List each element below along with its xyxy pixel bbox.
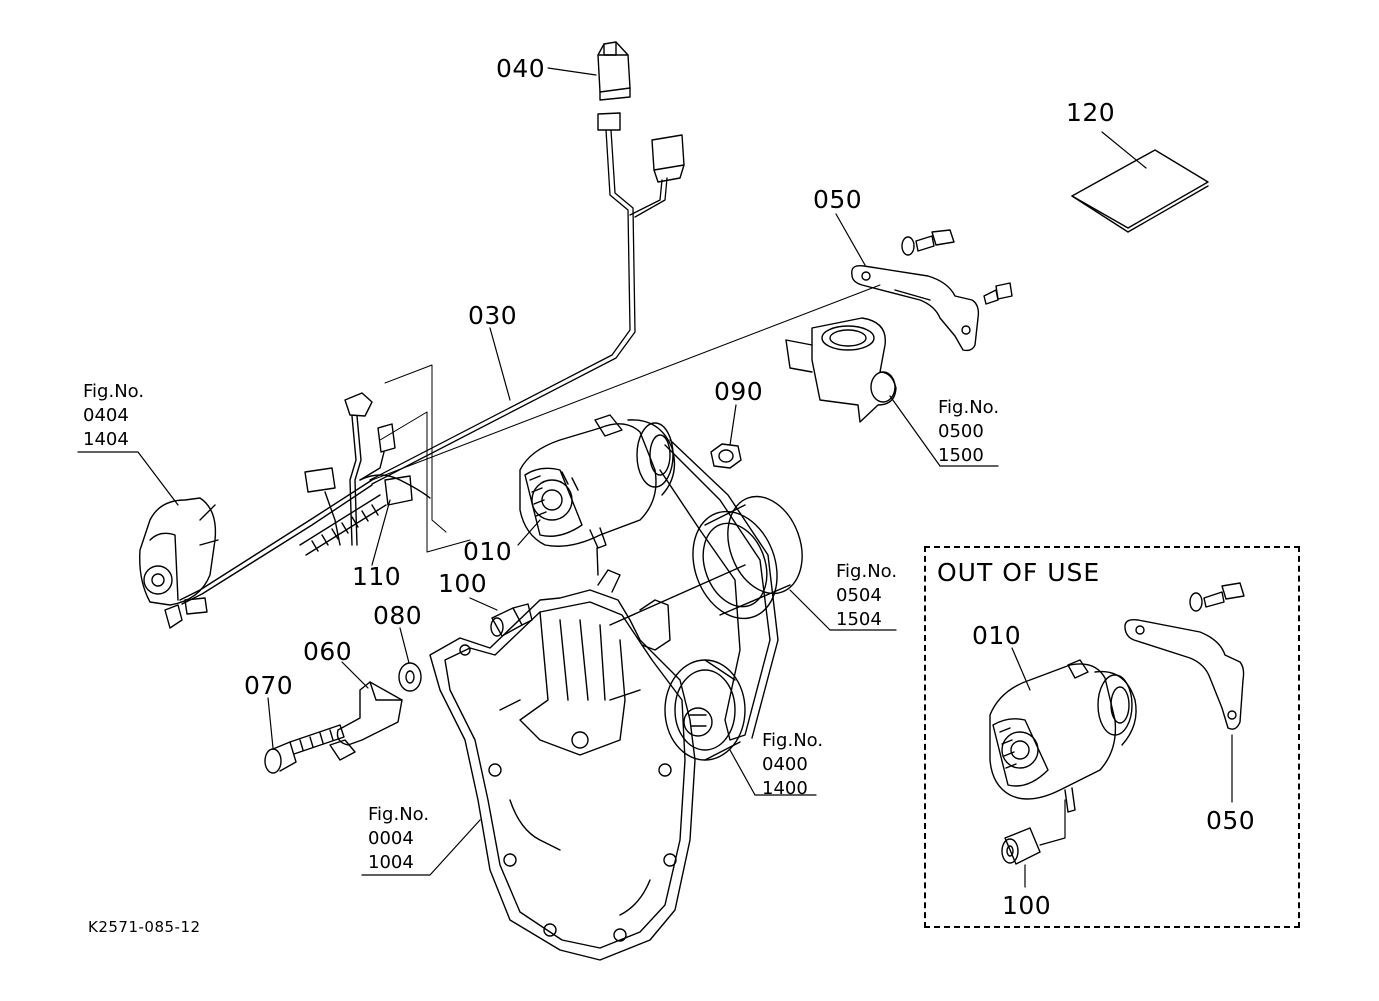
wire-harness-connectors xyxy=(180,393,430,604)
fig-ref-0504: Fig.No. 0504 1504 xyxy=(836,560,897,632)
part-label-060: 060 xyxy=(303,637,353,666)
fig-ref-number: 0404 xyxy=(83,405,129,426)
fan-pulley xyxy=(679,486,815,630)
part-label-120: 120 xyxy=(1066,98,1116,127)
fig-ref-label: Fig.No. xyxy=(762,730,824,751)
fig-ref-number: 0504 xyxy=(836,585,882,606)
bracket-out-of-use xyxy=(1125,620,1244,729)
part-label-030: 030 xyxy=(468,301,518,330)
instruction-sheet-part-120 xyxy=(1072,150,1208,232)
drawing-code: K2571-085-12 xyxy=(88,918,201,936)
fig-ref-number: 0400 xyxy=(762,754,808,775)
fig-ref-0004: Fig.No. 0004 1004 xyxy=(368,803,429,875)
leader-lines xyxy=(78,68,1146,875)
fig-ref-label: Fig.No. xyxy=(83,381,145,402)
bracket-part-060 xyxy=(330,682,402,760)
starter-motor xyxy=(140,498,218,628)
fan-shaft-line xyxy=(610,565,745,650)
part-label-100: 100 xyxy=(438,569,488,598)
fig-ref-number: 1400 xyxy=(762,778,808,799)
fig-ref-0500: Fig.No. 0500 1500 xyxy=(938,396,999,468)
part-label-050: 050 xyxy=(813,185,863,214)
nut-part-090 xyxy=(711,444,741,468)
fig-ref-label: Fig.No. xyxy=(836,561,898,582)
relay-part-040 xyxy=(598,42,684,182)
fan-belt xyxy=(660,440,778,740)
spacer-part-100 xyxy=(491,604,532,636)
wire-harness-030 xyxy=(370,130,667,484)
fig-ref-0400: Fig.No. 0400 1400 xyxy=(762,729,823,801)
fig-ref-number: 1404 xyxy=(83,429,129,450)
fig-ref-0404: Fig.No. 0404 1404 xyxy=(83,380,144,452)
water-pipe-part xyxy=(786,318,896,422)
part-label-110: 110 xyxy=(352,562,402,591)
fig-ref-number: 0004 xyxy=(368,828,414,849)
alternator-out-of-use xyxy=(990,660,1136,812)
part-label-010: 010 xyxy=(463,537,513,566)
part-label-100-out-of-use: 100 xyxy=(1002,891,1052,920)
bolt-part-070 xyxy=(265,725,344,773)
harness-outline-lines xyxy=(372,285,880,552)
part-label-010-out-of-use: 010 xyxy=(972,621,1022,650)
fig-ref-number: 1500 xyxy=(938,445,984,466)
out-of-use-box xyxy=(924,546,1300,928)
out-of-use-title: OUT OF USE xyxy=(937,558,1101,587)
fig-ref-number: 1004 xyxy=(368,852,414,873)
washer-part-080 xyxy=(399,663,421,691)
part-label-040: 040 xyxy=(496,54,546,83)
fig-ref-label: Fig.No. xyxy=(368,804,430,825)
bolt-out-of-use xyxy=(1190,583,1244,611)
part-label-080: 080 xyxy=(373,601,423,630)
part-label-090: 090 xyxy=(714,377,764,406)
spacer-out-of-use xyxy=(1002,828,1040,864)
crank-pulley xyxy=(665,660,745,760)
gear-case-cover xyxy=(430,570,695,960)
part-label-070: 070 xyxy=(244,671,294,700)
fig-ref-number: 0500 xyxy=(938,421,984,442)
out-of-use-leaders xyxy=(1012,648,1232,887)
bracket-part-050 xyxy=(852,266,979,351)
alternator-part-010 xyxy=(520,415,674,575)
part-label-050-out-of-use: 050 xyxy=(1206,806,1256,835)
bolts-050 xyxy=(902,230,1012,304)
fig-ref-label: Fig.No. xyxy=(938,397,1000,418)
fig-ref-number: 1504 xyxy=(836,609,882,630)
clamp-part-110 xyxy=(300,476,412,555)
